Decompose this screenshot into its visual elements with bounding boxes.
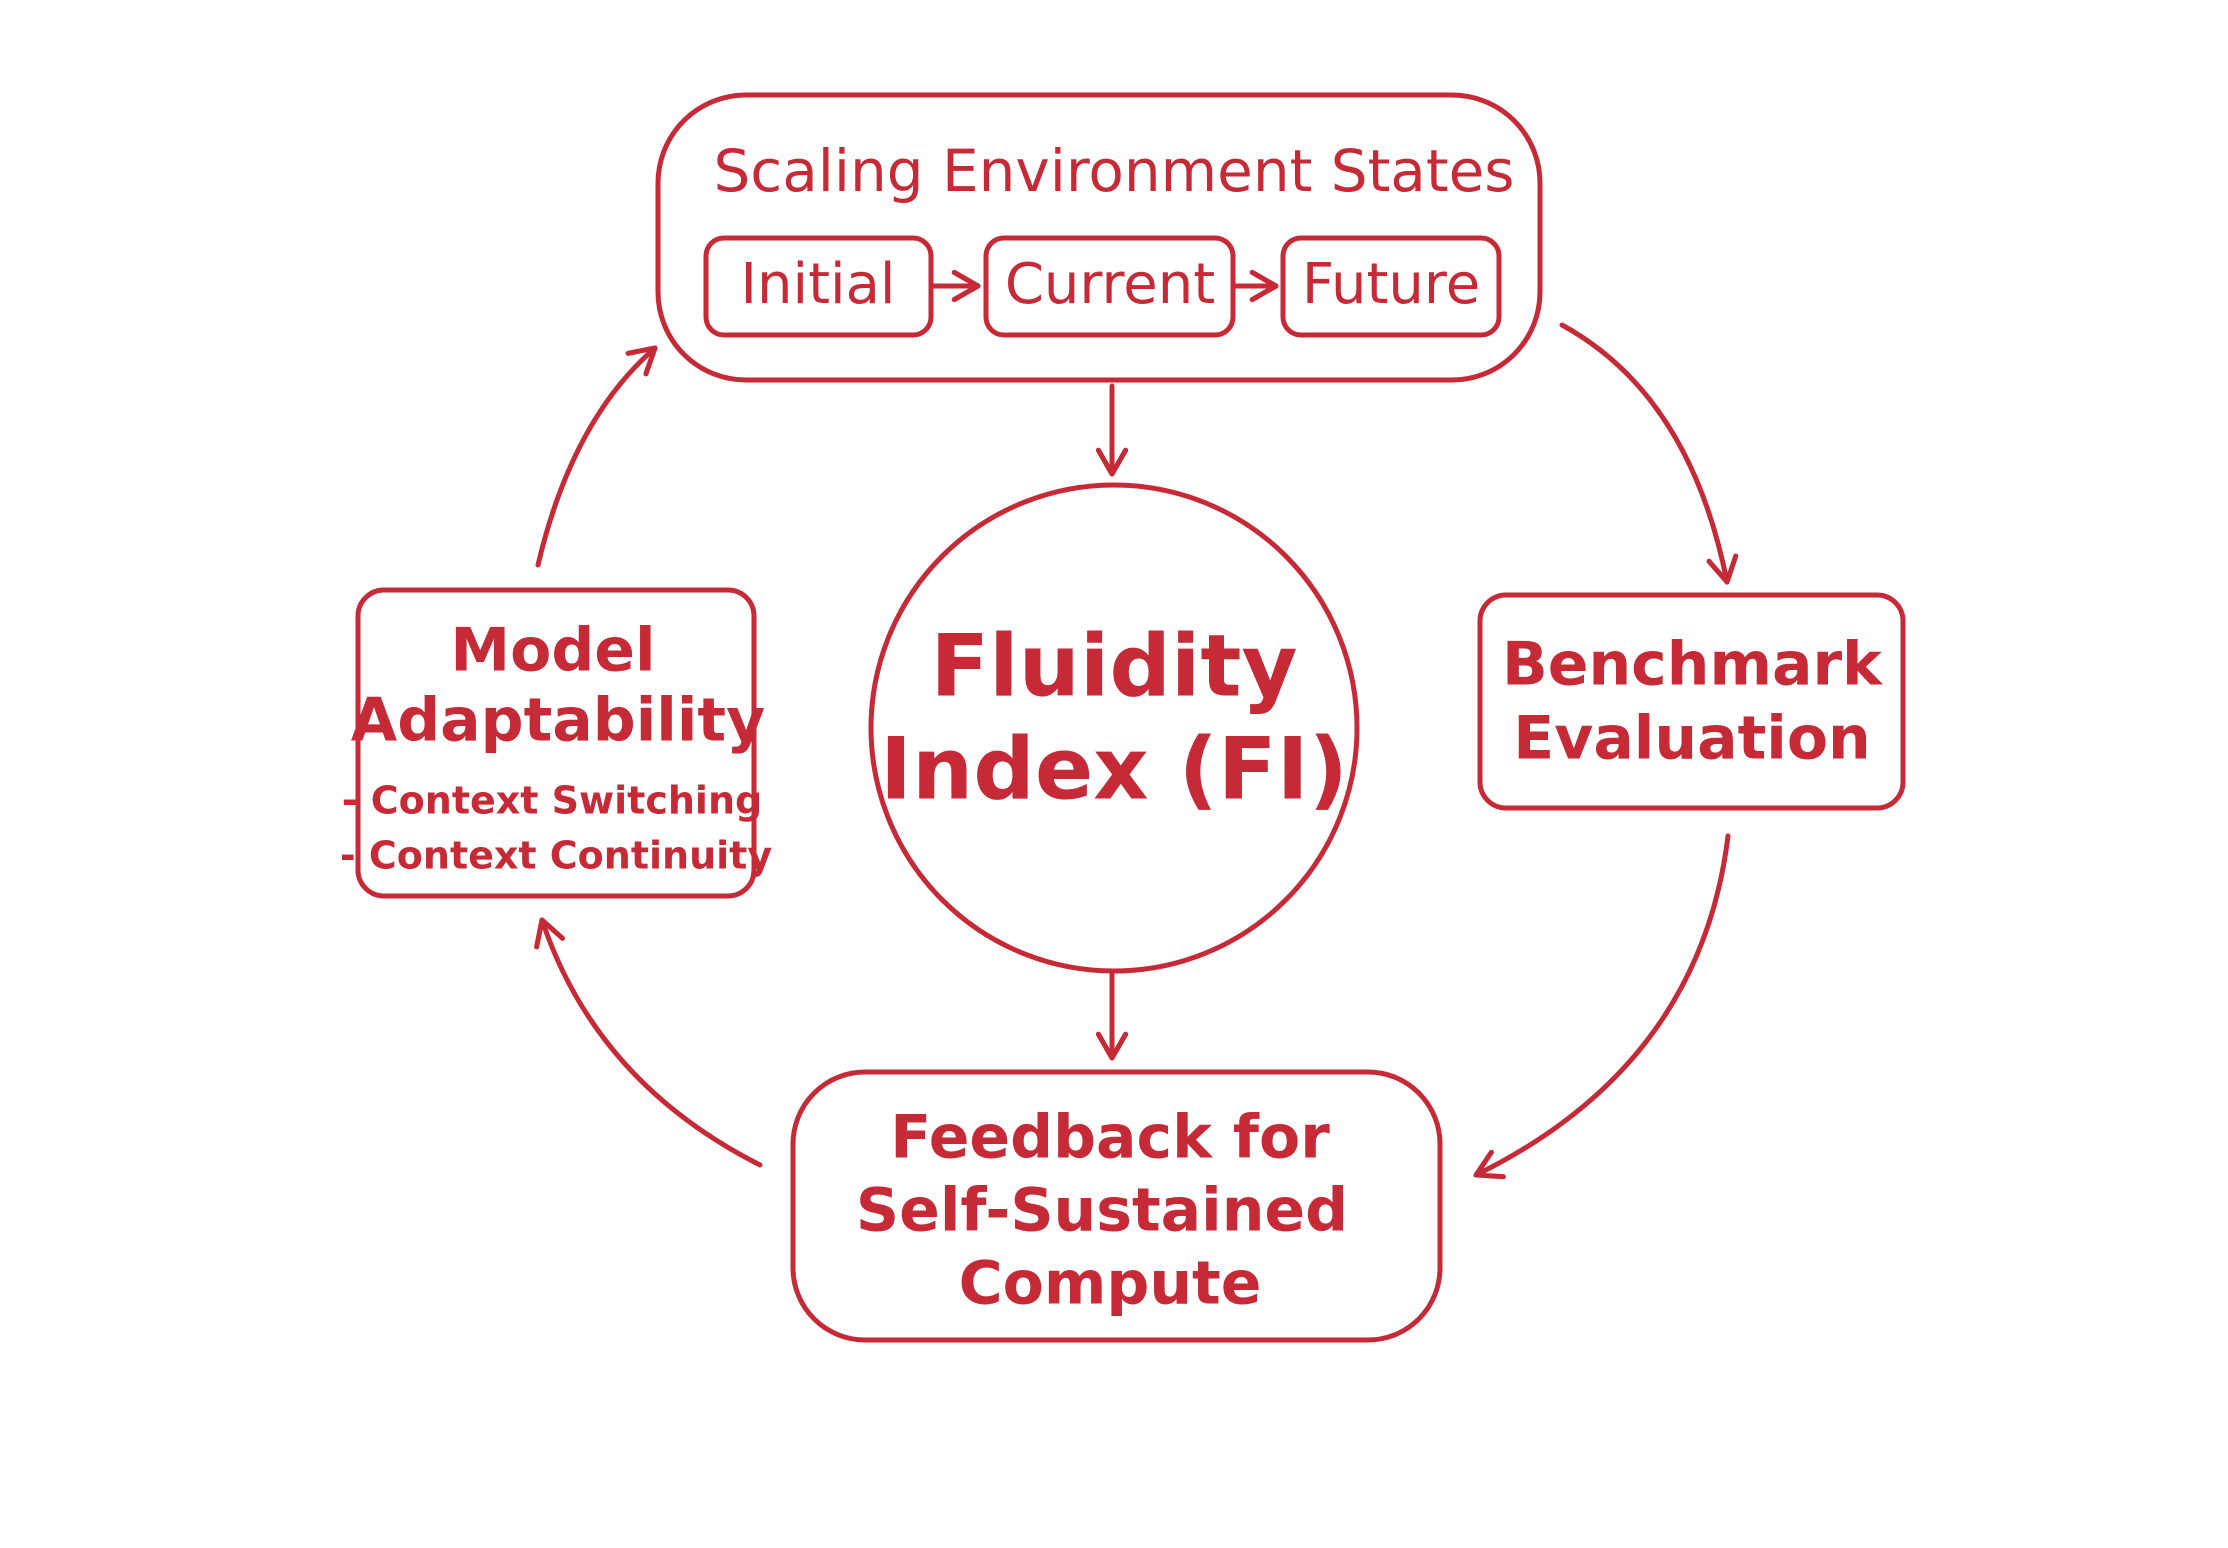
scaling-environment-states-box: Scaling Environment States Initial Curre… <box>655 92 1543 383</box>
fluidity-index-line1: Fluidity <box>930 616 1297 716</box>
state-future-label: Future <box>1302 252 1480 317</box>
feedback-box <box>790 1069 1443 1343</box>
model-adaptability-box <box>355 587 757 899</box>
scaling-to-benchmark-arrow <box>1559 322 1739 585</box>
state-future-box <box>1280 235 1502 338</box>
feedback-to-adaptability-arrow <box>534 917 763 1168</box>
feedback-line3: Compute <box>959 1249 1262 1319</box>
benchmark-to-feedback-arrow <box>1473 833 1731 1180</box>
benchmark-line2: Evaluation <box>1513 704 1871 774</box>
model-adaptability-node: Model Adaptability - Context Switching -… <box>340 587 772 899</box>
scaling-box-border <box>655 92 1543 383</box>
adaptability-line1: Model <box>450 616 655 686</box>
benchmark-line1: Benchmark <box>1502 630 1884 700</box>
fluidity-index-circle <box>868 482 1360 974</box>
feedback-line1: Feedback for <box>890 1103 1330 1173</box>
state-current-label: Current <box>1005 252 1215 317</box>
benchmark-evaluation-node: Benchmark Evaluation <box>1477 592 1906 811</box>
state-initial-label: Initial <box>741 252 896 317</box>
feedback-line2: Self-Sustained <box>856 1176 1348 1246</box>
fluidity-index-node: Fluidity Index (FI) <box>868 482 1360 974</box>
benchmark-evaluation-box <box>1477 592 1906 811</box>
adaptability-line2: Adaptability <box>351 686 765 756</box>
scaling-box-title: Scaling Environment States <box>713 137 1514 205</box>
adaptability-item-context-switching: - Context Switching <box>342 779 762 823</box>
adaptability-to-scaling-arrow <box>535 345 658 568</box>
adaptability-item-context-continuity: - Context Continuity <box>340 834 772 878</box>
fluidity-index-line2: Index (FI) <box>880 719 1348 819</box>
feedback-node: Feedback for Self-Sustained Compute <box>790 1069 1443 1343</box>
